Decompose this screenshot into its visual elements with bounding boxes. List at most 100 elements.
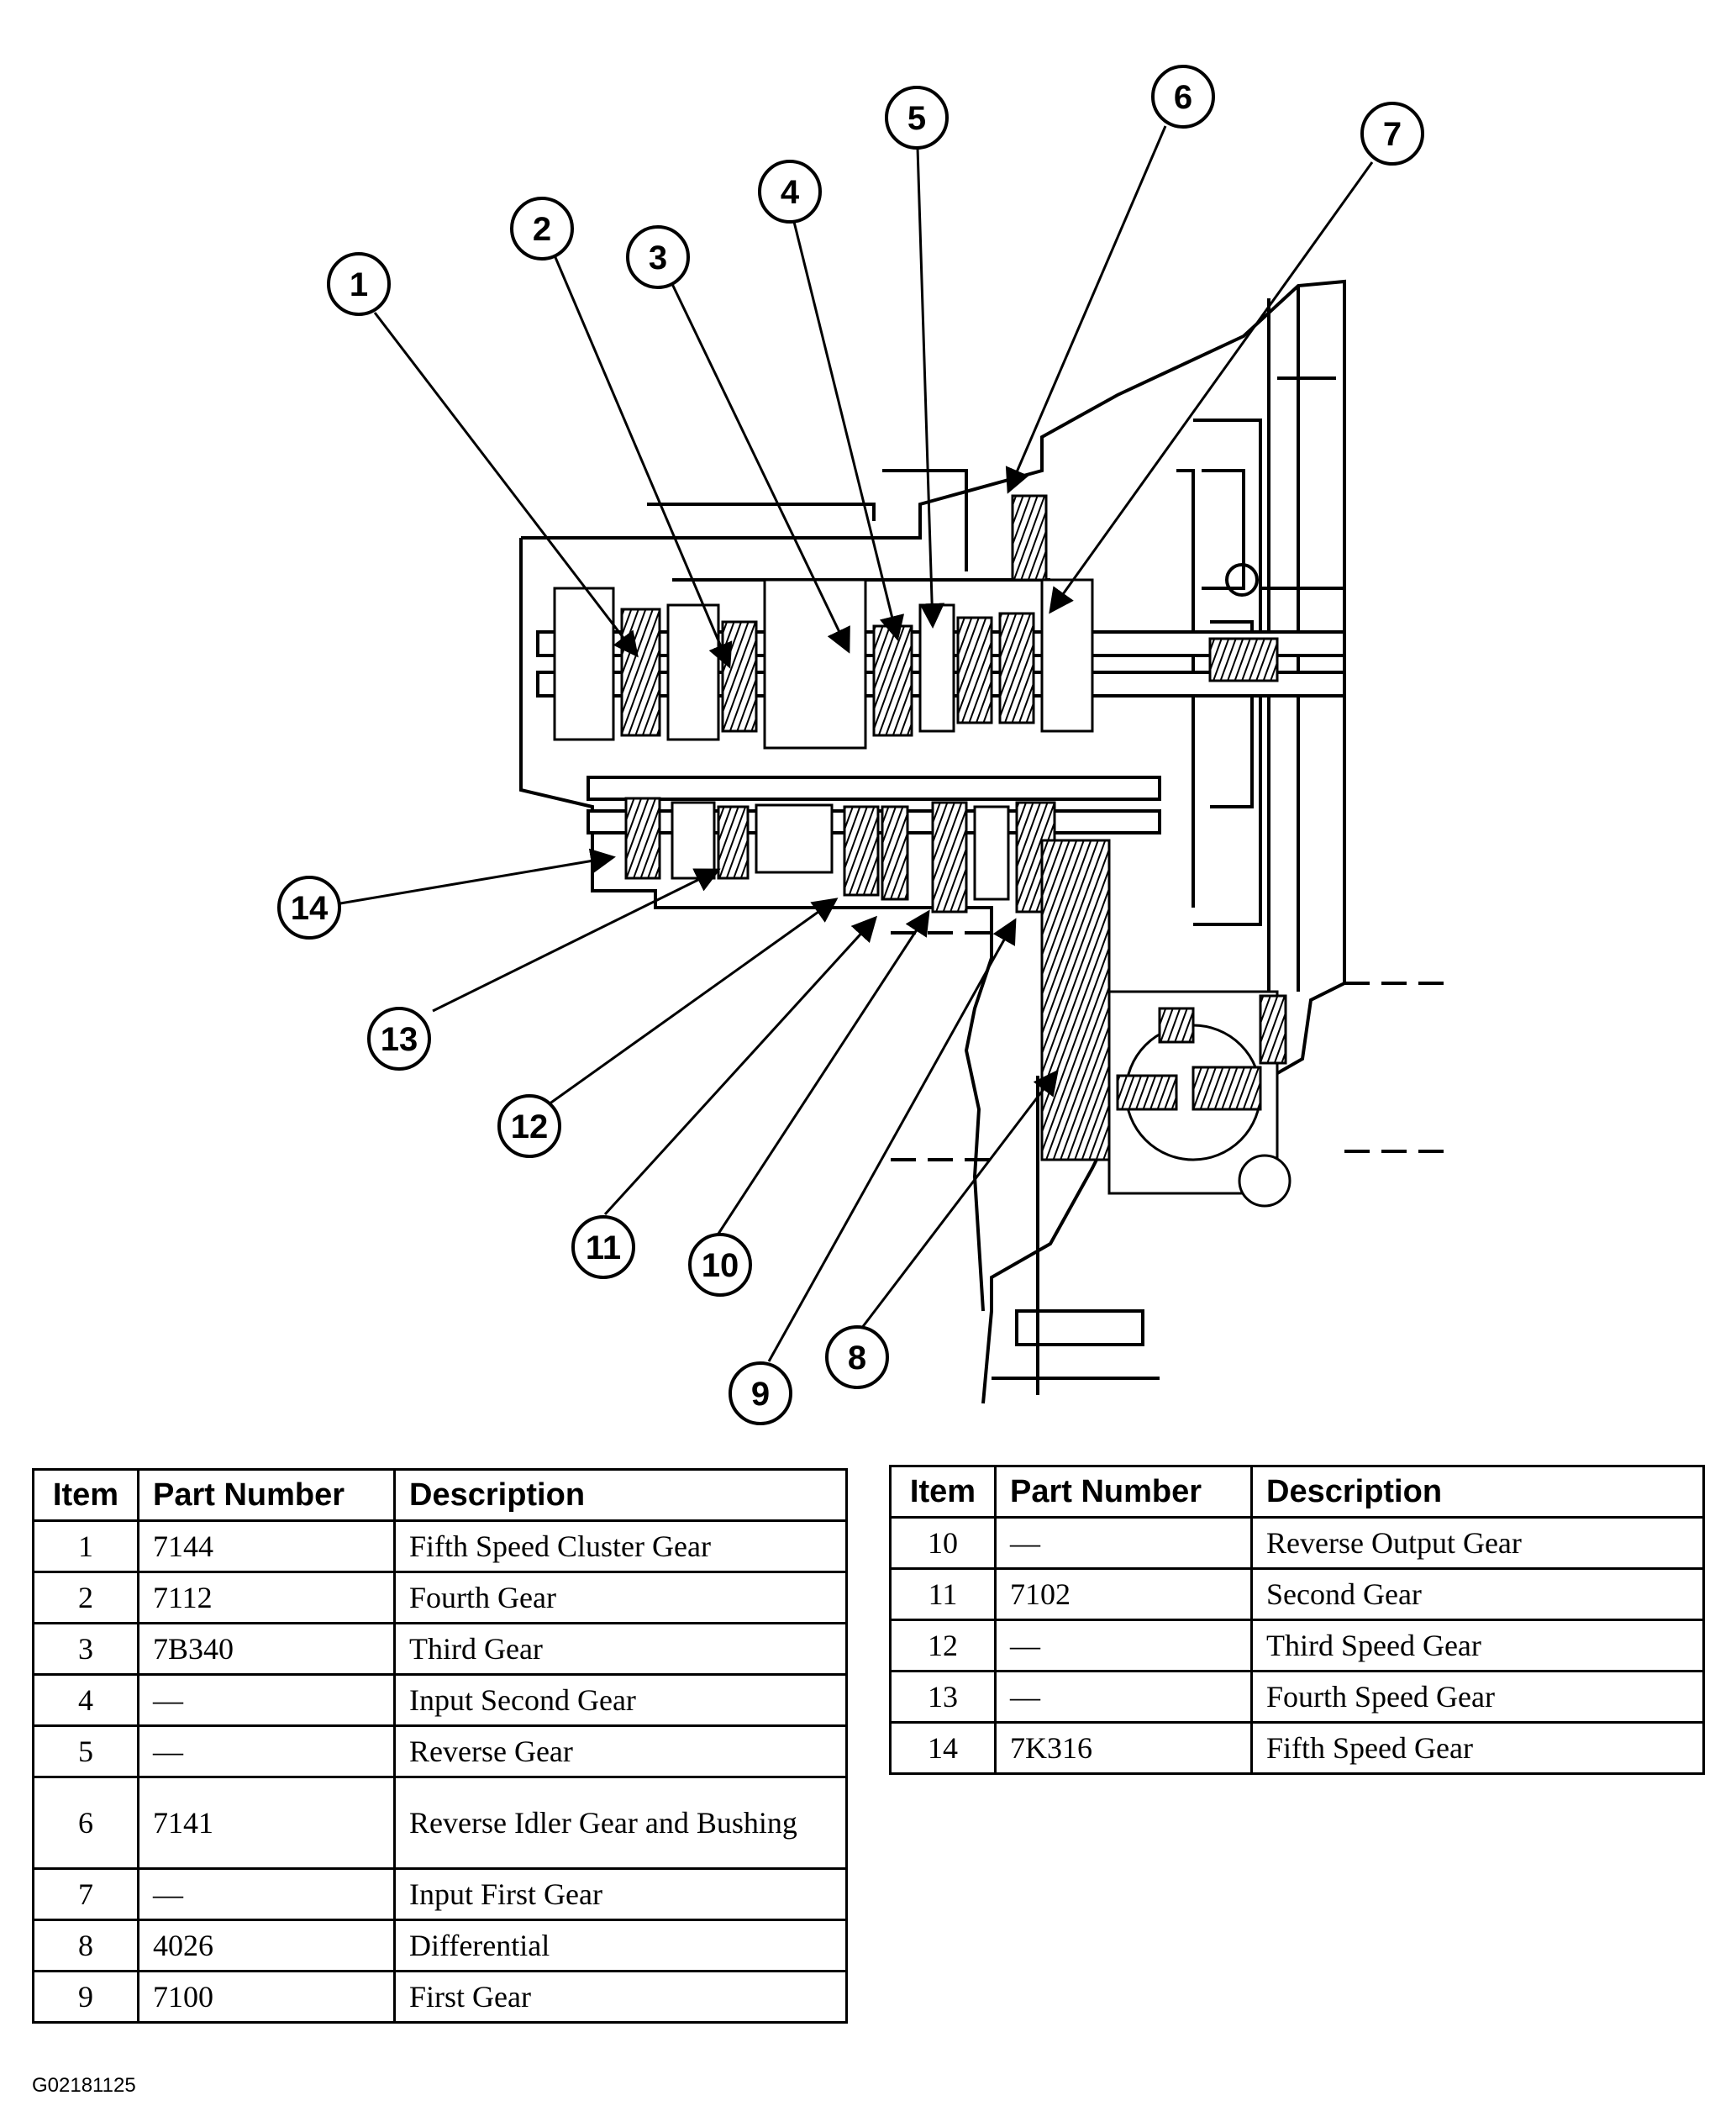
callout-14: 14 xyxy=(277,876,341,940)
output-shaft-gears xyxy=(624,797,1056,913)
callout-12: 12 xyxy=(497,1094,561,1158)
transmission-case xyxy=(519,279,1445,1404)
leader-6 xyxy=(1005,125,1167,494)
callout-4: 4 xyxy=(758,160,822,224)
svg-text:14: 14 xyxy=(291,890,329,927)
cell-item: 8 xyxy=(32,1919,139,1972)
callout-10: 10 xyxy=(688,1233,752,1297)
callout-3: 3 xyxy=(626,225,690,289)
table-row: 4—Input Second Gear xyxy=(32,1673,848,1727)
header-part-number: Part Number xyxy=(994,1465,1253,1519)
cell-item: 13 xyxy=(889,1670,997,1724)
table-row: 12—Third Speed Gear xyxy=(889,1619,1705,1672)
cell-part-number: — xyxy=(994,1670,1253,1724)
leader-5 xyxy=(916,147,945,629)
cell-description: Fifth Speed Cluster Gear xyxy=(393,1519,848,1573)
cell-description: Differential xyxy=(393,1919,848,1972)
parts-table-right: Item Part Number Description 10—Reverse … xyxy=(889,1465,1705,1775)
cell-item: 11 xyxy=(889,1567,997,1621)
table-header-row: Item Part Number Description xyxy=(889,1465,1705,1519)
callout-11: 11 xyxy=(571,1215,635,1279)
header-item: Item xyxy=(32,1468,139,1522)
cell-part-number: — xyxy=(137,1724,396,1778)
table-row: 10—Reverse Output Gear xyxy=(889,1516,1705,1570)
cell-description: Input First Gear xyxy=(393,1867,848,1921)
cell-item: 14 xyxy=(889,1721,997,1775)
cell-item: 5 xyxy=(32,1724,139,1778)
leader-13 xyxy=(432,868,721,1013)
cell-part-number: 7K316 xyxy=(994,1721,1253,1775)
cell-description: Reverse Output Gear xyxy=(1250,1516,1705,1570)
callout-6: 6 xyxy=(1151,65,1215,129)
cell-item: 9 xyxy=(32,1970,139,2024)
header-part-number: Part Number xyxy=(137,1468,396,1522)
header-description: Description xyxy=(393,1468,848,1522)
cell-part-number: — xyxy=(137,1867,396,1921)
differential-assembly xyxy=(1040,839,1291,1208)
table-row: 7—Input First Gear xyxy=(32,1867,848,1921)
cell-part-number: 7112 xyxy=(137,1571,396,1624)
cell-part-number: 7141 xyxy=(137,1776,396,1870)
cell-item: 10 xyxy=(889,1516,997,1570)
cell-description: Fourth Speed Gear xyxy=(1250,1670,1705,1724)
svg-text:2: 2 xyxy=(533,211,551,248)
cell-part-number: — xyxy=(994,1516,1253,1570)
cell-item: 12 xyxy=(889,1619,997,1672)
leader-8 xyxy=(857,1069,1059,1333)
callout-2: 2 xyxy=(510,197,574,261)
input-shaft-gears xyxy=(553,494,1279,750)
leader-11 xyxy=(603,915,878,1216)
leader-14 xyxy=(339,848,616,905)
cell-part-number: — xyxy=(137,1673,396,1727)
svg-text:8: 8 xyxy=(848,1340,866,1377)
cell-description: Reverse Gear xyxy=(393,1724,848,1778)
leader-9 xyxy=(767,918,1017,1362)
cell-item: 4 xyxy=(32,1673,139,1727)
cell-part-number: 7102 xyxy=(994,1567,1253,1621)
cell-description: Reverse Idler Gear and Bushing xyxy=(393,1776,848,1870)
header-description: Description xyxy=(1250,1465,1705,1519)
leader-lines xyxy=(339,125,1374,1362)
callout-9: 9 xyxy=(729,1361,792,1425)
table-row: 13—Fourth Speed Gear xyxy=(889,1670,1705,1724)
svg-text:3: 3 xyxy=(649,240,667,276)
svg-text:6: 6 xyxy=(1174,79,1192,116)
leader-2 xyxy=(553,255,733,669)
svg-text:13: 13 xyxy=(381,1021,418,1058)
table-row: 5—Reverse Gear xyxy=(32,1724,848,1778)
header-item: Item xyxy=(889,1465,997,1519)
svg-text:4: 4 xyxy=(781,174,800,211)
svg-text:9: 9 xyxy=(751,1376,770,1413)
callout-13: 13 xyxy=(367,1007,431,1071)
svg-text:10: 10 xyxy=(702,1247,739,1284)
figure-code: G02181125 xyxy=(32,2074,136,2097)
callout-5: 5 xyxy=(885,86,949,150)
callout-7: 7 xyxy=(1360,102,1424,166)
cell-part-number: 4026 xyxy=(137,1919,396,1972)
cell-part-number: 7B340 xyxy=(137,1622,396,1676)
svg-text:7: 7 xyxy=(1383,116,1402,153)
leader-12 xyxy=(548,898,839,1106)
leader-7 xyxy=(1049,161,1374,614)
cell-description: Third Gear xyxy=(393,1622,848,1676)
svg-text:5: 5 xyxy=(907,100,926,137)
cell-description: Third Speed Gear xyxy=(1250,1619,1705,1672)
cell-item: 1 xyxy=(32,1519,139,1573)
cell-part-number: — xyxy=(994,1619,1253,1672)
callout-8: 8 xyxy=(825,1325,889,1389)
callout-1: 1 xyxy=(327,252,391,316)
cell-description: Fifth Speed Gear xyxy=(1250,1721,1705,1775)
svg-text:11: 11 xyxy=(586,1229,621,1266)
leader-10 xyxy=(717,909,930,1235)
cell-description: Fourth Gear xyxy=(393,1571,848,1624)
cell-part-number: 7100 xyxy=(137,1970,396,2024)
cell-item: 6 xyxy=(32,1776,139,1870)
svg-text:1: 1 xyxy=(350,266,368,303)
